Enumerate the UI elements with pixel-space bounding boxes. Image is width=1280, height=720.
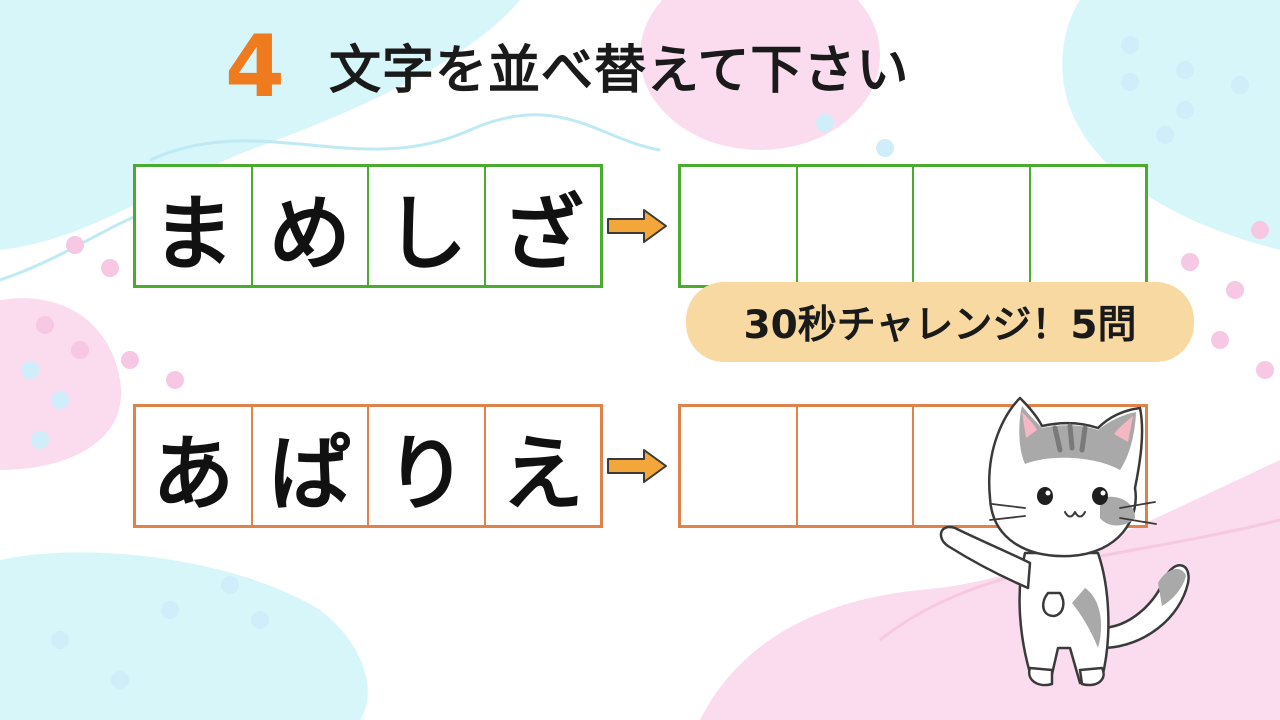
scrambled-letters-box: あ ぱ り え [133,404,603,528]
answer-box [678,164,1148,288]
scrambled-letter: り [367,407,484,525]
scrambled-letter: え [483,407,601,525]
scrambled-letter: ま [152,186,235,282]
answer-cell[interactable] [912,407,1029,525]
scrambled-letter: し [367,167,484,285]
arrow-right-icon [607,449,667,483]
answer-cell[interactable] [1028,167,1146,285]
question-instruction: 文字を並べ替えて下さい [329,41,910,101]
question-number: 4 [225,17,285,117]
answer-cell[interactable] [795,167,913,285]
arrow-right-icon [607,209,667,243]
scrambled-letter: あ [152,426,235,522]
puzzle-row-1: ま め し ざ [133,164,1153,288]
cat-icon [939,396,1190,687]
answer-cell[interactable] [681,407,796,525]
answer-cell[interactable] [912,167,1029,285]
scrambled-letter: ざ [483,167,601,285]
challenge-badge: 30秒チャレンジ！5問 [686,282,1194,362]
scrambled-letters-box: ま め し ざ [133,164,603,288]
answer-cell[interactable] [795,407,913,525]
scrambled-letter: ぱ [250,407,368,525]
answer-cell[interactable] [681,167,796,285]
scrambled-letter: め [250,167,368,285]
